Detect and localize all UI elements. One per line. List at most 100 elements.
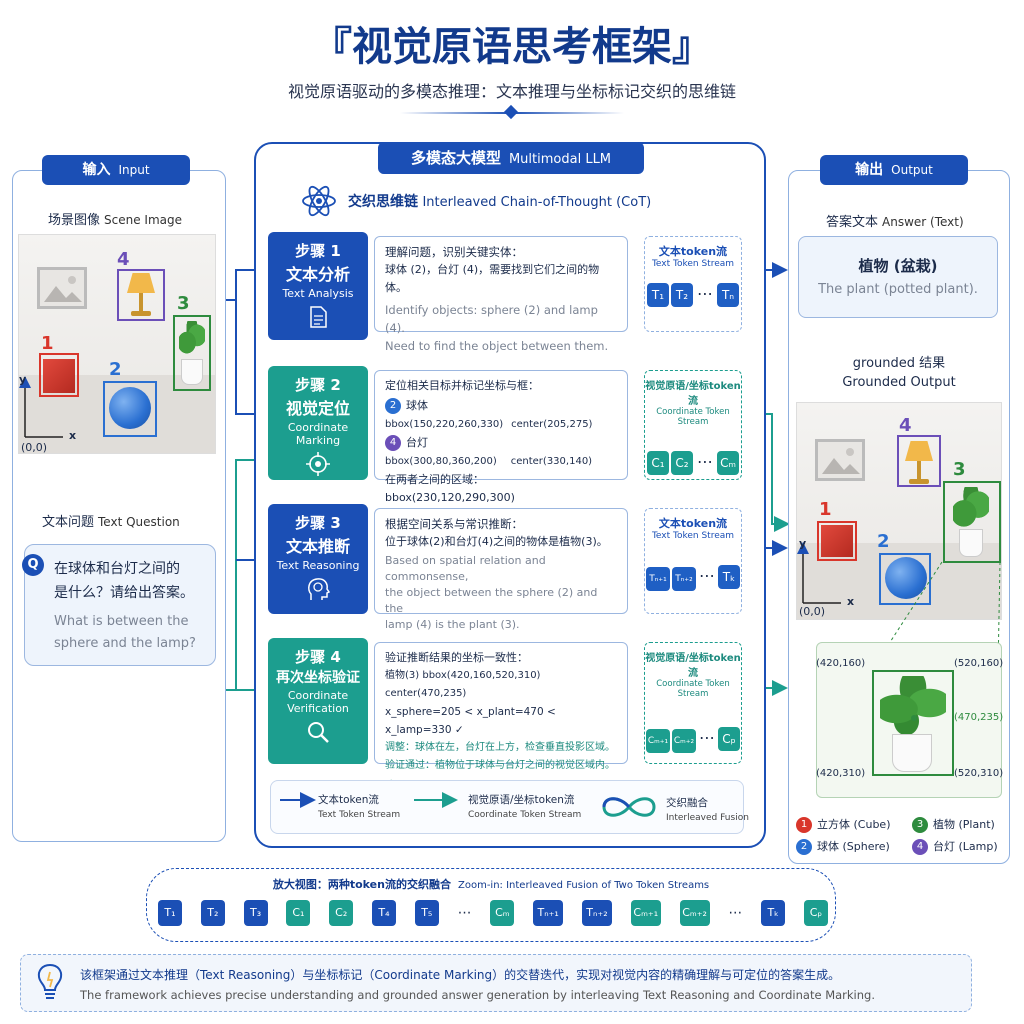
item-center: center(330,140): [510, 456, 593, 467]
step-2-name-en: Coordinate Marking: [287, 421, 349, 447]
grounded-label-2: Grounded Output: [842, 375, 956, 390]
legend-fusion: 交织融合 Interleaved Fusion: [666, 796, 749, 826]
stream-title-cn: 文本token流: [658, 245, 728, 258]
step-1-card: 步骤 1 文本分析 Text Analysis: [268, 232, 368, 340]
origin-label: (0,0): [21, 441, 48, 454]
answer-label-en: Answer (Text): [882, 215, 964, 229]
coord-bl: (420,310): [816, 768, 866, 779]
token: Cₘ₊₂: [672, 729, 696, 753]
zoom-token: Cₚ: [803, 900, 828, 926]
lamp-shade: [905, 441, 933, 461]
cube: [43, 359, 75, 393]
zoom-token-ellipsis: ⋯: [728, 905, 743, 921]
step-4-name-en: Coordinate: [287, 689, 349, 702]
step-1-content: 理解问题，识别关键实体： 球体 (2)，台灯 (4)，需要找到它们之间的物体。 …: [374, 236, 628, 353]
step-4-line: 植物(3) bbox(420,160,520,310) center(470,2…: [385, 670, 541, 699]
step-2-card: 步骤 2 视觉定位 Coordinate Marking: [268, 366, 368, 480]
picture-frame: [37, 267, 87, 309]
zoom-token: T₂: [200, 900, 225, 926]
question-label-en: Text Question: [98, 515, 180, 529]
zoom-token: C₂: [329, 900, 354, 926]
axis-y: y: [799, 537, 807, 550]
legend-coord-cn: 视觉原语/坐标token流: [468, 794, 575, 806]
token-ellipsis: ⋯: [697, 452, 713, 471]
answer-main: 植物 (盆栽): [858, 257, 938, 275]
token: C₂: [671, 451, 693, 475]
step-4-name-cn: 再次坐标验证: [276, 670, 360, 686]
fusion-icon: [602, 797, 656, 817]
grounded-label-1: grounded 结果: [852, 356, 946, 371]
coord-br: (520,310): [954, 768, 1004, 779]
item-name: 台灯: [406, 436, 428, 449]
answer-sub: The plant (potted plant).: [818, 282, 978, 297]
scene-label-1: 1: [819, 499, 832, 520]
zoom-center-dot: [911, 715, 917, 721]
target-icon: [306, 452, 330, 476]
step-1-number: 步骤 1: [295, 242, 341, 260]
step-3-en: the object between the sphere (2) and th…: [385, 586, 598, 615]
step-3-name-en: Text Reasoning: [276, 559, 360, 572]
scene-label-en: Scene Image: [104, 213, 182, 227]
axes-icon: [19, 376, 63, 438]
legend-fusion-cn: 交织融合: [666, 797, 708, 809]
legend-sphere: 球体 (Sphere): [817, 840, 890, 853]
plant-leaves: [953, 487, 989, 531]
lamp-stand: [139, 293, 143, 311]
grounded-label: grounded 结果 Grounded Output: [788, 354, 1010, 392]
zoom-token: T₅: [414, 900, 439, 926]
zoom-token: Tₙ₊₂: [581, 900, 612, 926]
step-3-number: 步骤 3: [295, 514, 341, 532]
question-label-cn: 文本问题: [42, 515, 95, 530]
zoom-token: T₄: [371, 900, 396, 926]
input-header-cn: 输入: [82, 162, 111, 178]
legend-badge-1: 1: [796, 817, 812, 833]
stream-title-cn: 视觉原语/坐标token流: [645, 653, 741, 679]
lamp-base: [131, 311, 151, 316]
zoom-plant-bbox: [872, 670, 954, 776]
token: C₁: [647, 451, 669, 475]
token: Cₚ: [718, 727, 740, 751]
footer-cn: 该框架通过文本推理（Text Reasoning）与坐标标记（Coordinat…: [80, 968, 841, 982]
step-4-inequality: x_sphere=205 < x_plant=470 < x_lamp=330 …: [385, 706, 556, 736]
legend-badge-4: 4: [912, 839, 928, 855]
stream-title-cn: 文本token流: [658, 517, 728, 530]
step-1-name-cn: 文本分析: [285, 265, 350, 284]
token: Tₖ: [718, 565, 740, 589]
zoom-token: C₁: [286, 900, 311, 926]
legend-fusion-en: Interleaved Fusion: [666, 813, 749, 823]
llm-header-en: Multimodal LLM: [508, 152, 612, 167]
zoom-token: Tₙ₊₁: [533, 900, 564, 926]
footer-en: The framework achieves precise understan…: [80, 988, 875, 1002]
zoom-token: Tₖ: [761, 900, 786, 926]
step-3-line: 位于球体(2)和台灯(4)之间的物体是植物(3)。: [385, 535, 608, 548]
llm-legend: [270, 780, 744, 834]
step-1-en: Need to find the object between them.: [385, 339, 609, 353]
item-bbox: bbox(150,220,260,330): [385, 419, 504, 430]
input-header-en: Input: [118, 163, 150, 177]
zoom-title-en: Zoom-in: Interleaved Fusion of Two Token…: [457, 880, 710, 891]
legend-lamp: 台灯 (Lamp): [933, 840, 998, 853]
sphere: [109, 387, 151, 429]
cot-title: 交织思维链 Interleaved Chain-of-Thought (CoT): [348, 191, 651, 211]
zoom-title-cn: 放大视图：两种token流的交织融合: [272, 878, 451, 891]
question-bubble: [24, 544, 216, 666]
step-4-name-en: Verification: [287, 702, 349, 715]
question-cn-1: 在球体和台灯之间的: [54, 561, 180, 577]
mountain-icon: [822, 448, 860, 474]
scene-label-1: 1: [41, 333, 54, 354]
zoom-token: Cₘ₊₁: [630, 900, 661, 926]
question-cn-2: 是什么？请给出答案。: [54, 585, 194, 601]
lamp-bbox: [117, 269, 165, 321]
axis-x: x: [847, 595, 855, 608]
stream-title-en: Text Token Stream: [651, 259, 735, 269]
plant-bbox: [943, 481, 1001, 563]
coord-center: (470,235): [954, 712, 1004, 723]
step-3-line: 根据空间关系与常识推断：: [385, 517, 523, 531]
item-bbox: bbox(300,80,360,200): [385, 456, 497, 467]
step-2-stream: 视觉原语/坐标token流 Coordinate Token Stream C₁…: [644, 370, 742, 480]
origin-label: (0,0): [799, 605, 826, 618]
token-ellipsis: ⋯: [697, 284, 713, 303]
